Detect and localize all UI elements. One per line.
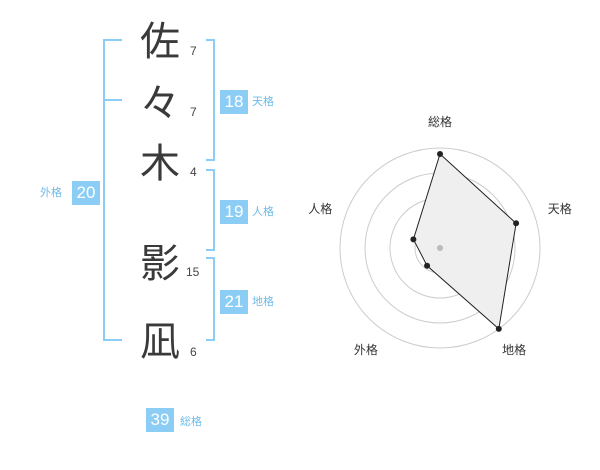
gaikaku-value: 20 xyxy=(72,181,100,205)
stroke-count-2: 7 xyxy=(190,105,197,119)
radar-points xyxy=(410,151,520,332)
stroke-count-3: 4 xyxy=(190,165,197,179)
radar-point-3 xyxy=(424,262,431,269)
name-char-1: 佐 xyxy=(140,19,180,65)
name-char-3: 木 xyxy=(140,141,180,187)
radar-axis-label-1: 天格 xyxy=(548,201,572,216)
stroke-count-4: 15 xyxy=(186,265,200,279)
name-char-5: 凪 xyxy=(140,319,180,365)
radar-point-0 xyxy=(437,151,443,157)
tenkaku-label: 天格 xyxy=(252,95,274,108)
stroke-count-5: 6 xyxy=(190,345,197,359)
radar-center xyxy=(437,245,443,251)
chikaku-label: 地格 xyxy=(252,295,274,308)
tenkaku-bracket xyxy=(206,39,215,161)
name-char-4: 影 xyxy=(140,241,180,287)
soukaku-label: 総格 xyxy=(180,415,202,428)
radar-ring-4 xyxy=(339,147,541,349)
radar-area xyxy=(413,154,517,329)
gaikaku-bracket xyxy=(103,39,122,341)
stroke-count-1: 7 xyxy=(190,44,197,58)
radar-point-2 xyxy=(495,325,502,332)
jinkaku-label: 人格 xyxy=(252,205,274,218)
radar-axis-label-4: 人格 xyxy=(308,201,332,216)
name-char-2: 々 xyxy=(140,81,180,127)
radar-point-4 xyxy=(410,236,417,243)
chikaku-value: 21 xyxy=(220,290,248,314)
radar-axis-label-3: 外格 xyxy=(354,342,378,357)
radar-point-1 xyxy=(513,220,520,227)
chikaku-bracket xyxy=(206,257,215,341)
jinkaku-value: 19 xyxy=(220,200,248,224)
radar-line xyxy=(412,153,517,330)
radar-axis-label-0: 総格 xyxy=(428,114,452,129)
gaikaku-label: 外格 xyxy=(40,186,62,199)
soukaku-value: 39 xyxy=(146,408,174,432)
tenkaku-value: 18 xyxy=(220,90,248,114)
jinkaku-bracket xyxy=(206,169,215,251)
radar-axis-label-2: 地格 xyxy=(502,342,526,357)
